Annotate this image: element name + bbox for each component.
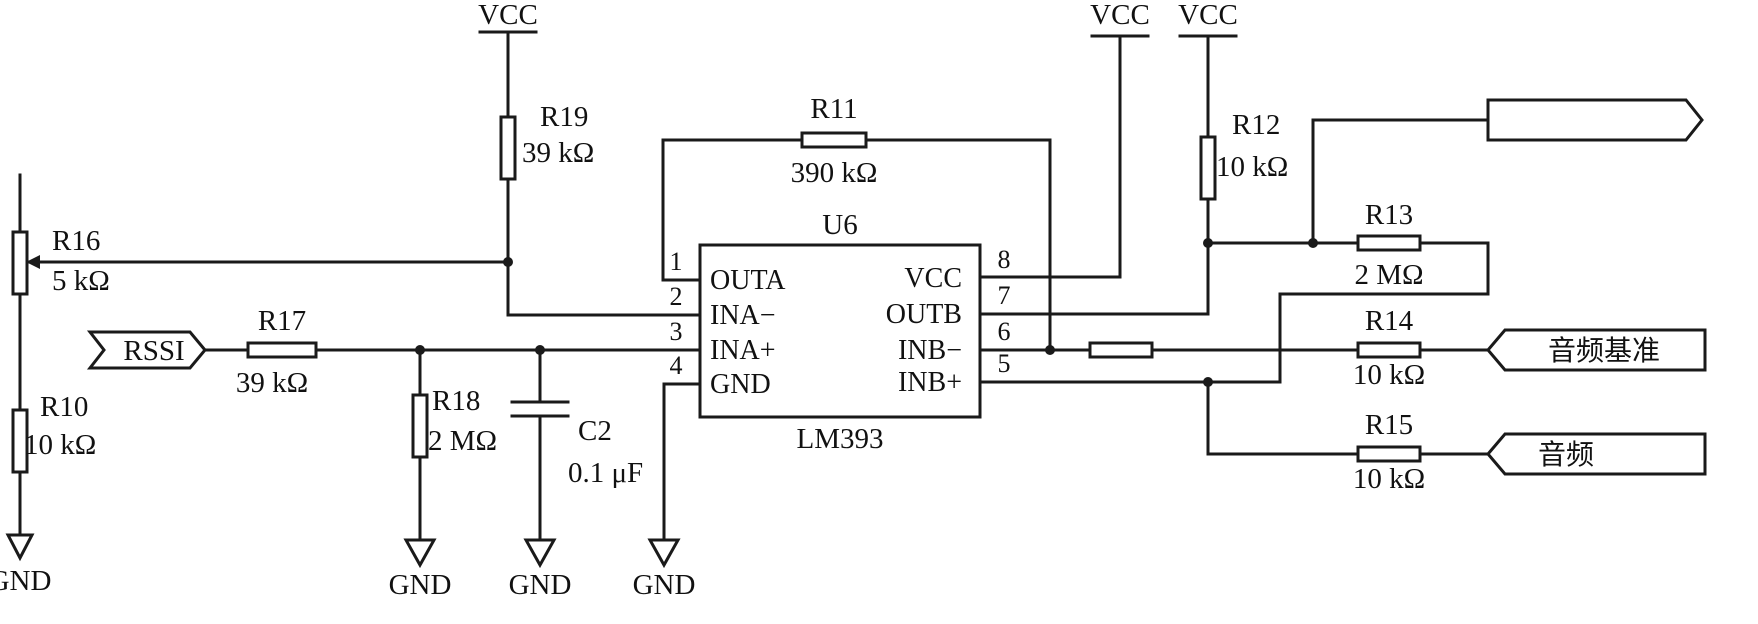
resistor-r10 [11, 408, 29, 537]
ic-ref: U6 [822, 209, 857, 241]
ground-r10 [5, 533, 35, 562]
ground-u6 [647, 382, 702, 569]
pin-num-7: 7 [998, 281, 1011, 310]
pin-num-2: 2 [670, 282, 683, 311]
resistor-r14 [1356, 341, 1422, 359]
r14-value: 10 kΩ [1353, 359, 1425, 391]
r17-value: 39 kΩ [236, 367, 308, 399]
ic-u6-body [698, 243, 982, 419]
audio-ref-label: 音频基准 [1548, 334, 1660, 367]
gnd-label-u6: GND [633, 569, 696, 601]
rssi-label: RSSI [123, 335, 184, 367]
resistor-unlabeled [1088, 341, 1154, 359]
resistor-r18 [403, 348, 437, 569]
r14-ref: R14 [1365, 305, 1414, 337]
r12-ref: R12 [1232, 109, 1280, 141]
pin-name-inb-minus: INB− [898, 335, 962, 366]
r13-ref: R13 [1365, 199, 1413, 231]
pin-num-6: 6 [998, 317, 1011, 346]
pin-name-vcc: VCC [904, 263, 962, 294]
c2-value: 0.1 μF [568, 457, 643, 489]
ic-part: LM393 [797, 423, 884, 455]
r10-ref: R10 [40, 391, 88, 423]
audio-ref-port [1486, 328, 1707, 372]
r19-value: 39 kΩ [522, 137, 594, 169]
resistor-r19 [499, 30, 517, 317]
resistor-r13 [1356, 234, 1422, 252]
r11-value: 390 kΩ [791, 157, 878, 189]
r17-ref: R17 [258, 305, 306, 337]
resistor-r15 [1356, 445, 1422, 463]
vcc-bar-u6 [978, 34, 1150, 279]
vcc-label-r19: VCC [478, 0, 538, 31]
vcc-label-u6: VCC [1090, 0, 1150, 31]
r12-value: 10 kΩ [1216, 151, 1288, 183]
pin-name-outb: OUTB [886, 299, 962, 330]
pin-num-1: 1 [670, 247, 683, 276]
pin-name-ina-plus: INA+ [710, 335, 776, 366]
resistor-r17 [246, 341, 318, 359]
resistor-r12 [1199, 34, 1217, 316]
gnd-label-r10: GND [0, 565, 51, 597]
pin-num-4: 4 [670, 351, 683, 380]
capacitor-c2 [510, 348, 570, 569]
pin-name-outa: OUTA [710, 265, 786, 296]
r16-ref: R16 [52, 225, 100, 257]
potentiometer-r16 [11, 173, 510, 412]
junction-dot [503, 257, 513, 267]
pin-num-5: 5 [998, 349, 1011, 378]
r19-ref: R19 [540, 101, 588, 133]
audio-port [1486, 432, 1707, 476]
r10-value: 10 kΩ [24, 429, 96, 461]
pin-name-gnd: GND [710, 369, 771, 400]
r15-ref: R15 [1365, 409, 1413, 441]
gnd-label-r18: GND [389, 569, 452, 601]
r15-value: 10 kΩ [1353, 463, 1425, 495]
pin-name-inb-plus: INB+ [898, 367, 962, 398]
resistor-r11 [800, 131, 868, 149]
r11-ref: R11 [810, 93, 857, 125]
audio-label: 音频 [1538, 438, 1594, 471]
gnd-label-c2: GND [509, 569, 572, 601]
vcc-label-r12: VCC [1178, 0, 1238, 31]
rssi-port [86, 330, 207, 370]
r18-ref: R18 [432, 385, 480, 417]
pin-num-3: 3 [670, 317, 683, 346]
c2-ref: C2 [578, 415, 612, 447]
r18-value: 2 MΩ [428, 425, 497, 457]
pin-num-8: 8 [998, 245, 1011, 274]
r13-value: 2 MΩ [1354, 259, 1423, 291]
pin-name-ina-minus: INA− [710, 300, 776, 331]
output-port [1486, 98, 1704, 142]
r16-value: 5 kΩ [52, 265, 110, 297]
